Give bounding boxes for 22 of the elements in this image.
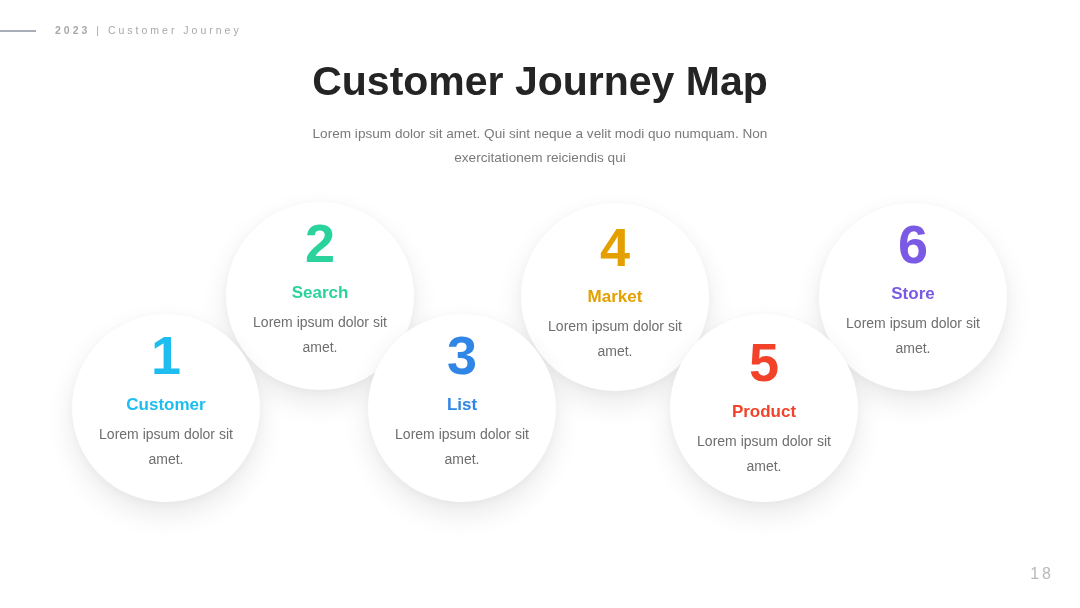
header-label: 2023 | Customer Journey: [55, 24, 242, 36]
step-description: Lorem ipsum dolor sit amet.: [696, 432, 832, 476]
subtitle: Lorem ipsum dolor sit amet. Qui sint neque a velit modi quo numquam. Non exercitationem reiciendis qui: [311, 125, 769, 167]
step-title: Store: [891, 283, 935, 305]
step-title: Customer: [126, 394, 206, 416]
step-number: 2: [304, 216, 335, 270]
step-description: Lorem ipsum dolor sit amet.: [98, 425, 234, 469]
slide-title: Customer Journey Map: [312, 58, 768, 104]
step-description: Lorem ipsum dolor sit amet.: [845, 314, 981, 358]
step-number: 3: [446, 328, 477, 382]
step-number: 6: [897, 217, 928, 271]
page-number: 18: [1030, 565, 1054, 583]
step-number: 1: [150, 328, 181, 382]
step-title: List: [446, 394, 478, 416]
step-number: 5: [748, 335, 779, 389]
step-number: 4: [599, 220, 630, 274]
step-description: Lorem ipsum dolor sit amet.: [394, 425, 530, 469]
step-description: Lorem ipsum dolor sit amet.: [252, 313, 388, 357]
step-title: Market: [587, 286, 643, 308]
step-title: Product: [731, 401, 797, 423]
step-description: Lorem ipsum dolor sit amet.: [547, 317, 683, 361]
step-title: Search: [291, 282, 349, 304]
